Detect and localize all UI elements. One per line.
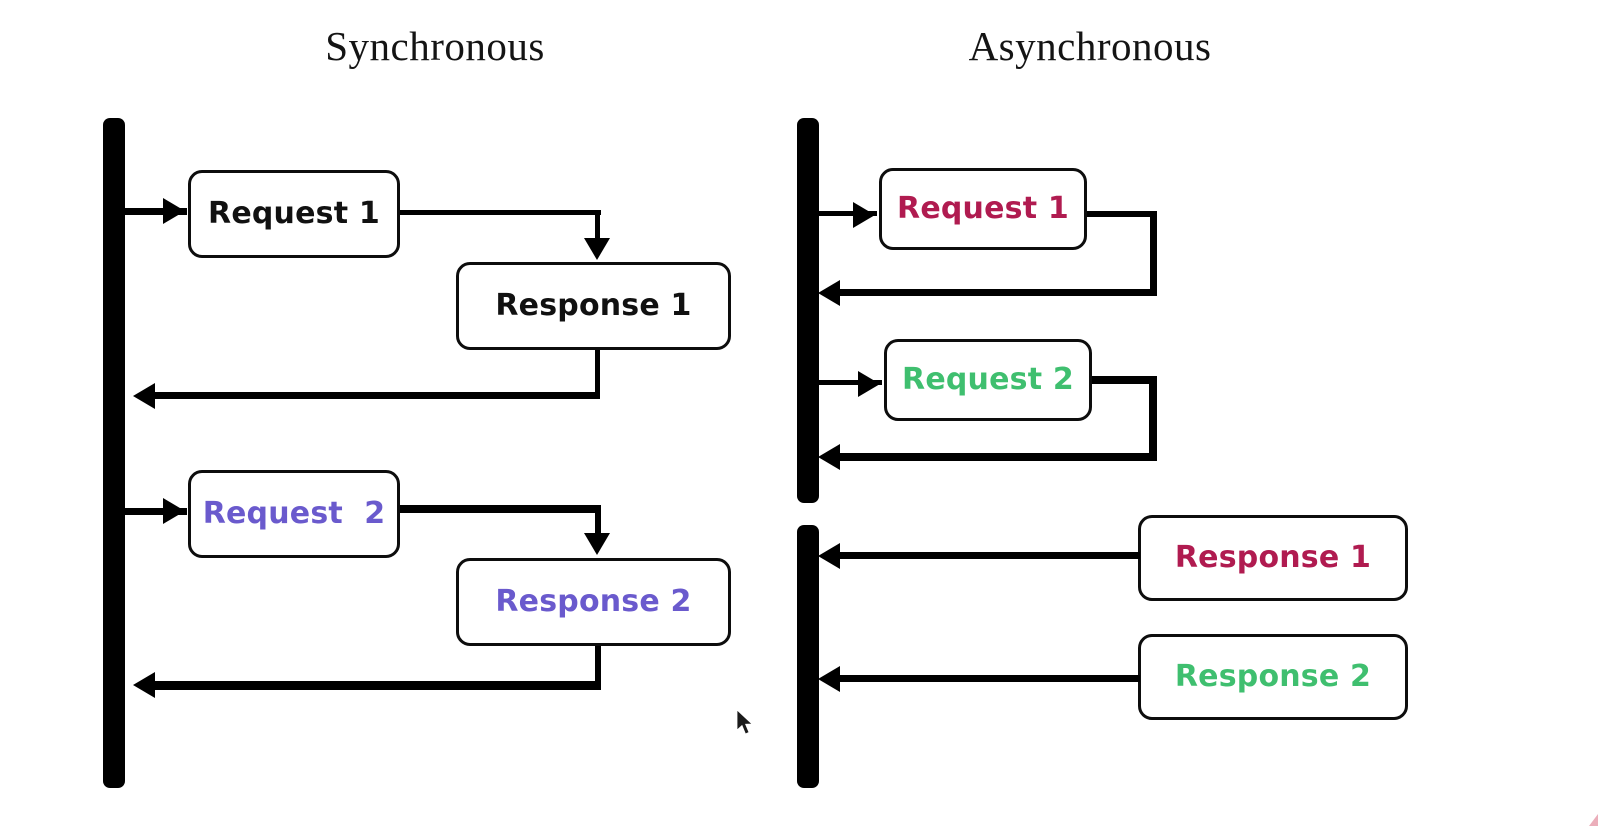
sync-return-1-down-line	[595, 350, 600, 398]
async-lifeline-top-bar	[797, 118, 819, 503]
sync-call-1-down-line	[595, 210, 600, 243]
async-response-1-box[interactable]: Response 1	[1138, 515, 1408, 601]
sync-call-1-line	[125, 208, 187, 215]
async-response-2-box[interactable]: Response 2	[1138, 634, 1408, 720]
sync-call-2-line	[125, 508, 187, 515]
async-ack-1-arrowhead	[818, 280, 840, 306]
async-ack-2-top-line	[1092, 376, 1157, 384]
sync-call-1-arrowhead	[163, 198, 185, 224]
async-lifeline-bottom-bar	[797, 525, 819, 788]
synchronous-column-title: Synchronous	[325, 23, 545, 69]
async-request-2-label: Request 2	[902, 362, 1074, 397]
sync-response-1-box[interactable]: Response 1	[456, 262, 731, 350]
sync-response-2-label: Response 2	[495, 584, 692, 619]
async-ack-1-right-line	[1150, 211, 1157, 294]
async-ack-2-bottom-line	[840, 453, 1157, 461]
async-request-1-box[interactable]: Request 1	[879, 168, 1087, 250]
async-resp-1-arrowhead	[818, 543, 840, 569]
async-call-1-arrowhead	[853, 202, 875, 228]
async-resp-2-arrowhead	[818, 666, 840, 692]
asynchronous-column-title: Asynchronous	[968, 23, 1212, 69]
sync-call-2-down-line	[595, 505, 601, 538]
sync-request-2-label: Request 2	[202, 496, 386, 531]
async-call-1-line	[819, 211, 877, 216]
sync-call-1-bridge-line	[400, 210, 601, 215]
sync-response-2-box[interactable]: Response 2	[456, 558, 731, 646]
corner-artifact	[1589, 814, 1598, 826]
sync-return-2-line	[155, 681, 601, 690]
sync-request-1-label: Request 1	[208, 196, 380, 231]
async-resp-1-line	[840, 552, 1140, 559]
sync-call-2-arrowhead	[163, 498, 185, 524]
async-ack-2-arrowhead	[818, 444, 840, 470]
async-request-2-box[interactable]: Request 2	[884, 339, 1092, 421]
async-call-2-arrowhead	[858, 371, 880, 397]
async-resp-2-line	[840, 675, 1140, 682]
sync-lifeline-bar	[103, 118, 125, 788]
async-response-2-label: Response 2	[1174, 659, 1372, 694]
mouse-pointer-icon	[736, 710, 753, 735]
async-ack-1-top-line	[1087, 211, 1157, 217]
async-call-2-line	[819, 380, 882, 385]
async-request-1-label: Request 1	[897, 191, 1069, 226]
async-response-1-label: Response 1	[1174, 540, 1372, 575]
sync-request-2-box[interactable]: Request 2	[188, 470, 400, 558]
sync-response-1-label: Response 1	[495, 288, 692, 323]
sync-return-2-down-line	[595, 646, 601, 688]
sync-call-2-bridge-line	[400, 505, 601, 513]
async-ack-1-bottom-line	[840, 289, 1157, 296]
sync-call-2-down-arrowhead	[584, 533, 610, 555]
sync-return-1-arrowhead	[133, 383, 155, 409]
sync-request-1-box[interactable]: Request 1	[188, 170, 400, 258]
sync-call-1-down-arrowhead	[584, 238, 610, 260]
sync-return-1-line	[155, 392, 600, 399]
sync-return-2-arrowhead	[133, 672, 155, 698]
async-ack-2-right-line	[1149, 376, 1157, 460]
